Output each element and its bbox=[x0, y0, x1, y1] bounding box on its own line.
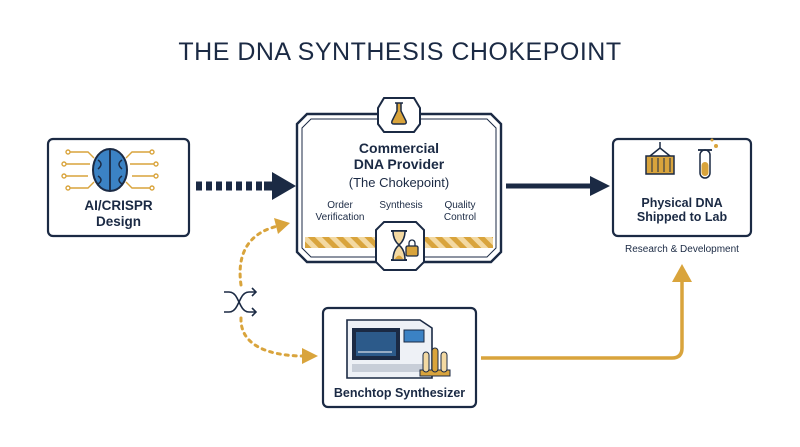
step-line: Synthesis bbox=[379, 200, 423, 211]
step-quality-control: Quality Control bbox=[428, 200, 492, 223]
provider-line1: Commercial bbox=[358, 140, 440, 156]
hourglass-badge bbox=[375, 221, 425, 271]
test-tube-icon bbox=[698, 138, 718, 179]
arrow-ai-to-provider bbox=[196, 172, 296, 200]
physical-dna-caption: Research & Development bbox=[625, 244, 739, 255]
shuffle-icon bbox=[224, 287, 258, 317]
flask-icon bbox=[391, 102, 407, 125]
arrow-benchtop-to-lab bbox=[481, 264, 692, 360]
hourglass-icon bbox=[391, 230, 407, 261]
benchtop-node bbox=[321, 306, 478, 409]
physical-dna-label: Physical DNA Shipped to Lab bbox=[613, 196, 751, 225]
step-line: Control bbox=[443, 211, 477, 223]
page-title: THE DNA SYNTHESIS CHOKEPOINT bbox=[178, 38, 622, 66]
provider-title: Commercial DNA Provider bbox=[297, 140, 501, 172]
dotted-arrow-to-provider bbox=[238, 218, 290, 287]
dotted-arrow-to-benchtop bbox=[239, 316, 318, 364]
shipping-container-icon bbox=[645, 142, 675, 175]
ai-design-line2: Design bbox=[95, 213, 141, 229]
ai-design-node bbox=[46, 137, 191, 238]
benchtop-label: Benchtop Synthesizer bbox=[333, 386, 466, 400]
physical-dna-line2: Shipped to Lab bbox=[636, 210, 728, 225]
step-line: Verification bbox=[315, 211, 365, 223]
lock-icon bbox=[405, 239, 419, 257]
physical-dna-node bbox=[611, 137, 753, 238]
physical-dna-line1: Physical DNA bbox=[641, 196, 723, 210]
brain-icon bbox=[92, 148, 128, 192]
ai-design-label: AI/CRISPR Design bbox=[48, 198, 189, 229]
arrow-provider-to-lab bbox=[506, 176, 610, 196]
test-tube-rack-icon bbox=[419, 347, 451, 377]
circuit-lines-icon bbox=[61, 149, 159, 191]
step-order-verification: Order Verification bbox=[304, 200, 376, 223]
provider-node bbox=[295, 97, 503, 271]
flask-badge bbox=[377, 97, 421, 133]
ai-design-line1: AI/CRISPR bbox=[84, 198, 153, 213]
step-line: Order bbox=[327, 200, 353, 211]
provider-subtitle: (The Chokepoint) bbox=[348, 175, 450, 190]
step-line: Quality bbox=[444, 200, 476, 211]
provider-line2: DNA Provider bbox=[353, 156, 445, 173]
synthesizer-machine-icon bbox=[346, 319, 433, 379]
step-synthesis: Synthesis bbox=[366, 200, 436, 212]
